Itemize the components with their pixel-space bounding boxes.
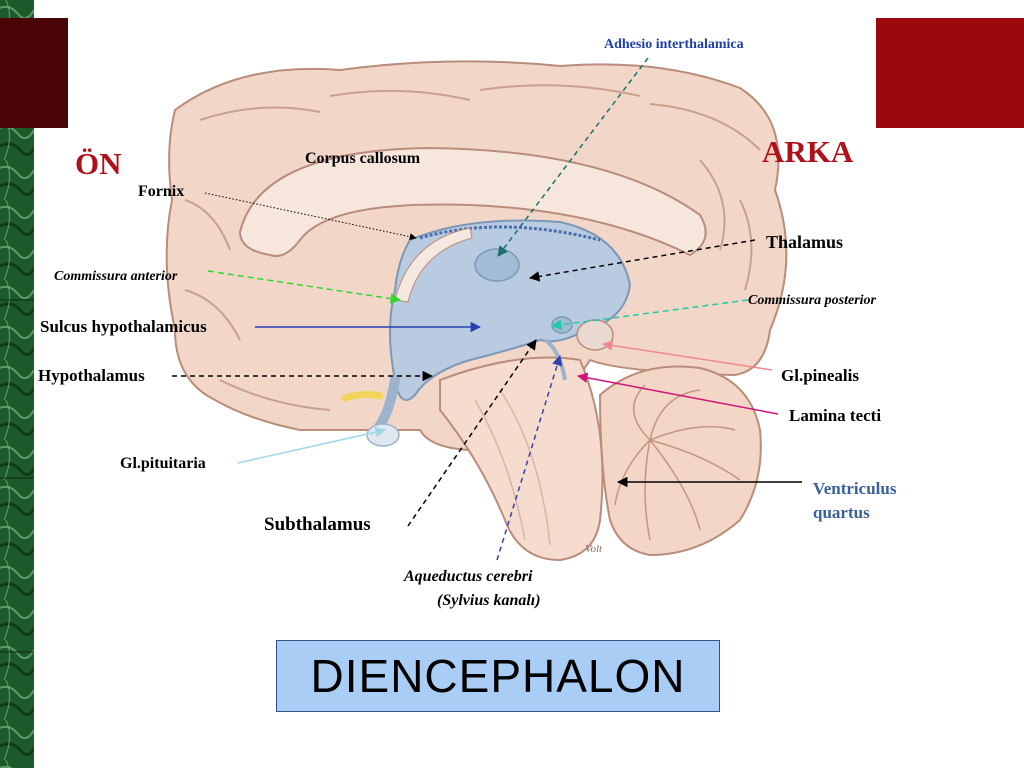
leader-adhesio: [497, 57, 649, 257]
leader-subthalamus: [407, 339, 537, 527]
label-corpus-callosum: Corpus callosum: [305, 150, 421, 167]
leader-fornix: [204, 192, 417, 241]
adhesio-interthalamica-shape: [474, 248, 520, 282]
label-front: ÖN: [75, 146, 122, 181]
label-subthalamus: Subthalamus: [264, 514, 371, 535]
cerebellum: [598, 365, 762, 557]
label-gl-pituitaria: Gl.pituitaria: [120, 455, 206, 472]
leader-gl-pituitaria: [237, 426, 387, 464]
leader-thalamus: [528, 239, 756, 282]
leader-commissura-anterior: [207, 270, 402, 304]
label-commissura-anterior: Commissura anterior: [54, 269, 178, 284]
slide-title: DIENCEPHALON: [310, 650, 686, 702]
label-fornix: Fornix: [138, 183, 185, 200]
leader-lamina-tecti: [576, 372, 779, 415]
label-ventriculus-line1: Ventriculus: [813, 479, 897, 498]
label-sulcus-hypothalamicus: Sulcus hypothalamicus: [40, 317, 207, 336]
artist-signature: Volt: [585, 543, 603, 555]
corpus-callosum: [238, 146, 707, 257]
top-left-block: [0, 18, 68, 128]
top-right-block: [876, 18, 1024, 128]
leader-aqueductus: [496, 354, 563, 561]
label-gl-pinealis: Gl.pinealis: [781, 366, 859, 385]
label-aqueductus-line2: (Sylvius kanalı): [437, 592, 541, 609]
label-hypothalamus: Hypothalamus: [38, 366, 145, 385]
leader-commissura-posterior: [550, 299, 749, 330]
label-aqueductus-line1: Aqueductus cerebri: [404, 568, 533, 585]
label-back: ARKA: [762, 134, 854, 169]
label-thalamus: Thalamus: [766, 232, 844, 252]
label-ventriculus-line2: quartus: [813, 503, 870, 522]
label-lamina-tecti: Lamina tecti: [789, 406, 882, 425]
fornix-shape: [394, 227, 473, 303]
label-commissura-posterior: Commissura posterior: [748, 293, 876, 308]
label-adhesio: Adhesio interthalamica: [604, 37, 744, 52]
title-box: DIENCEPHALON: [276, 640, 720, 712]
leader-gl-pinealis: [601, 340, 773, 371]
